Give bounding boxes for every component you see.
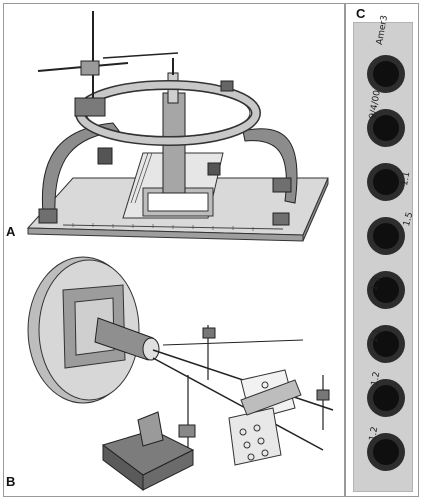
film-spot-core <box>373 223 399 249</box>
film-spot-core <box>373 331 399 357</box>
projection-apparatus-drawing <box>27 256 334 491</box>
stereotactic-frame-drawing <box>26 11 329 242</box>
barrel <box>94 317 154 361</box>
film-spot-core <box>373 115 399 141</box>
film-spot-core <box>373 439 399 465</box>
film-strip <box>353 22 413 492</box>
film-spot-core <box>373 385 399 411</box>
film-spot-core <box>373 277 399 303</box>
panel-label-a: A <box>6 224 16 239</box>
film-spot-core <box>373 169 399 195</box>
film-spot-core <box>373 61 399 87</box>
target-card-lower <box>228 407 282 466</box>
panel-label-b: B <box>6 474 16 489</box>
panel-label-c: C <box>356 6 366 21</box>
left-arch <box>41 122 120 216</box>
right-arch <box>242 128 298 204</box>
